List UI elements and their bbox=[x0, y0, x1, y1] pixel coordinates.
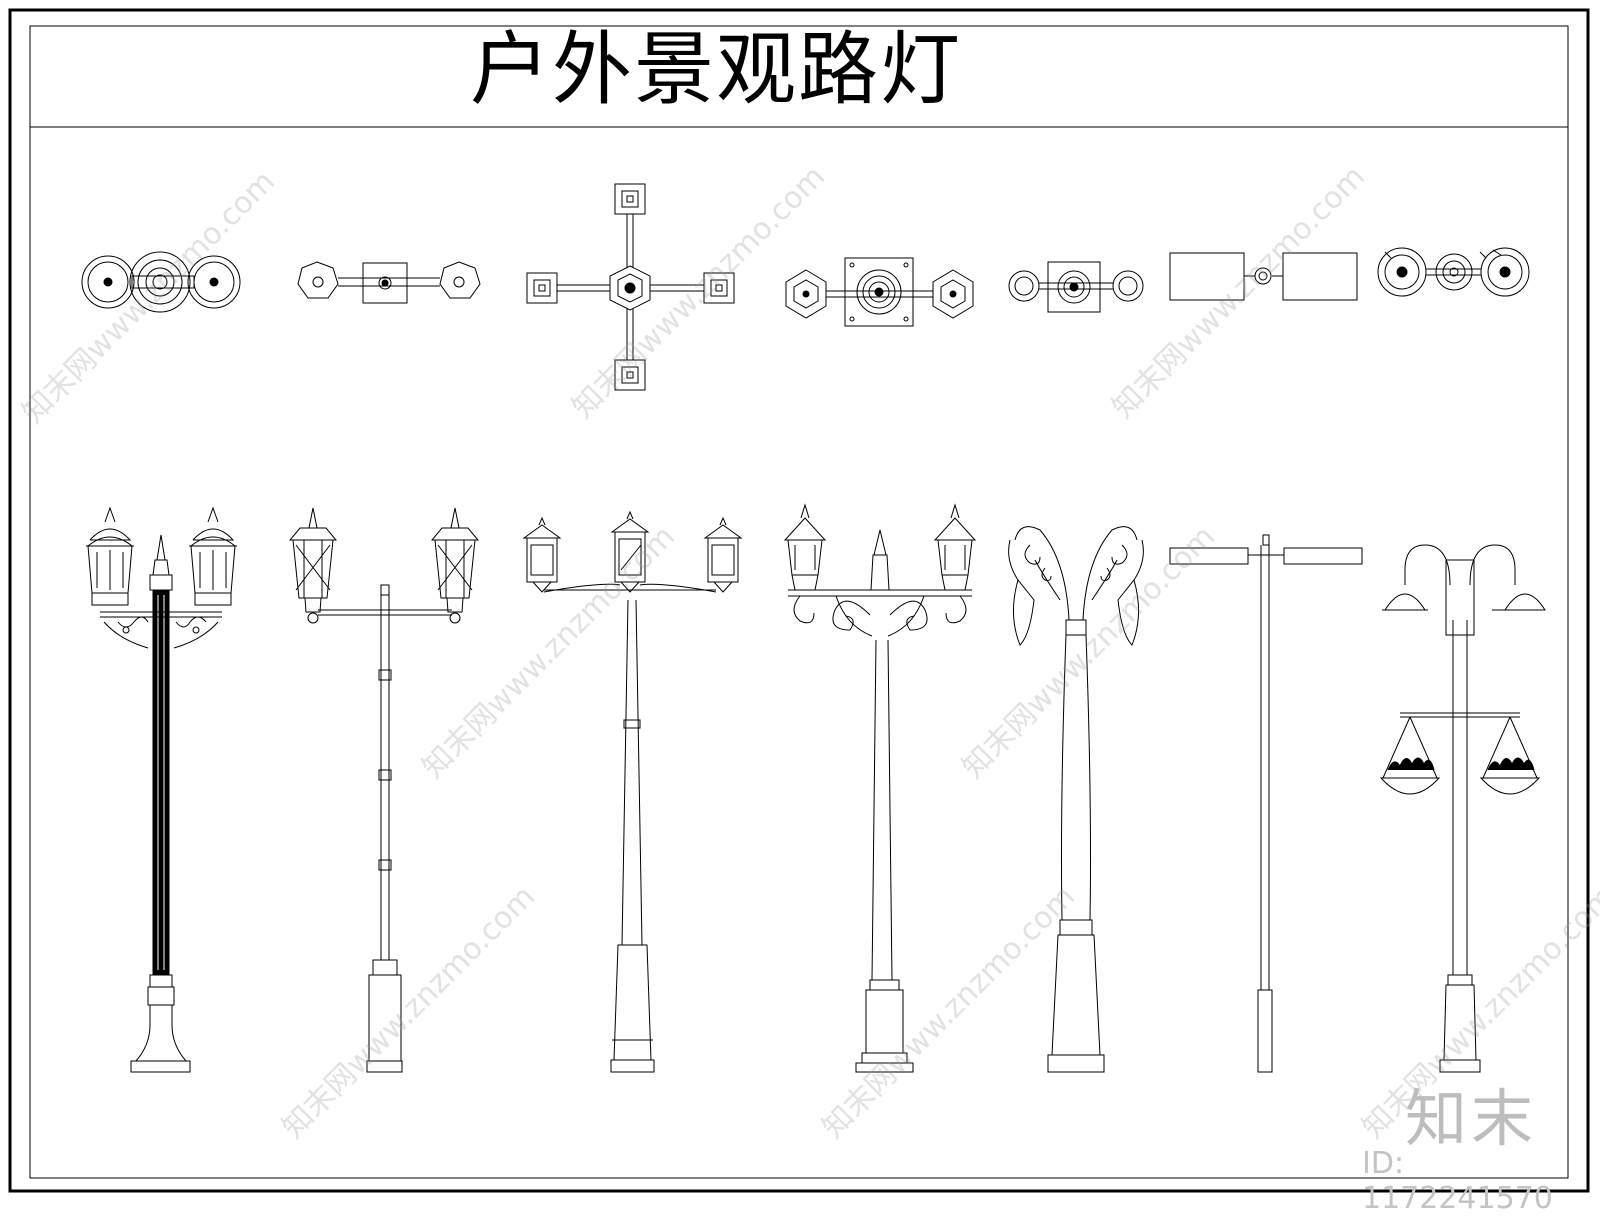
elevation-lamp-7 bbox=[1381, 545, 1545, 1072]
drawing-title: 户外景观路灯 bbox=[470, 23, 962, 116]
plan-view-3 bbox=[527, 184, 734, 390]
plan-view-7 bbox=[1378, 248, 1529, 296]
elevation-lamp-6 bbox=[1170, 535, 1362, 1072]
elevation-lamp-2 bbox=[290, 508, 478, 1072]
elevation-lamp-3 bbox=[524, 512, 741, 1072]
plan-view-6 bbox=[1170, 253, 1357, 300]
plan-view-2 bbox=[298, 262, 480, 303]
plan-view-1 bbox=[82, 252, 240, 312]
elevation-lamp-5 bbox=[1009, 527, 1144, 1072]
document-id: ID: 1172241570 bbox=[1362, 1146, 1553, 1216]
outer-frame bbox=[10, 10, 1588, 1191]
elevation-lamp-4 bbox=[785, 505, 975, 1072]
elevation-lamp-1 bbox=[86, 508, 237, 1072]
plan-view-4 bbox=[786, 258, 973, 326]
plan-view-5 bbox=[1009, 262, 1143, 312]
brand-logo: 知末 bbox=[1405, 1082, 1538, 1155]
inner-frame bbox=[30, 26, 1568, 1178]
